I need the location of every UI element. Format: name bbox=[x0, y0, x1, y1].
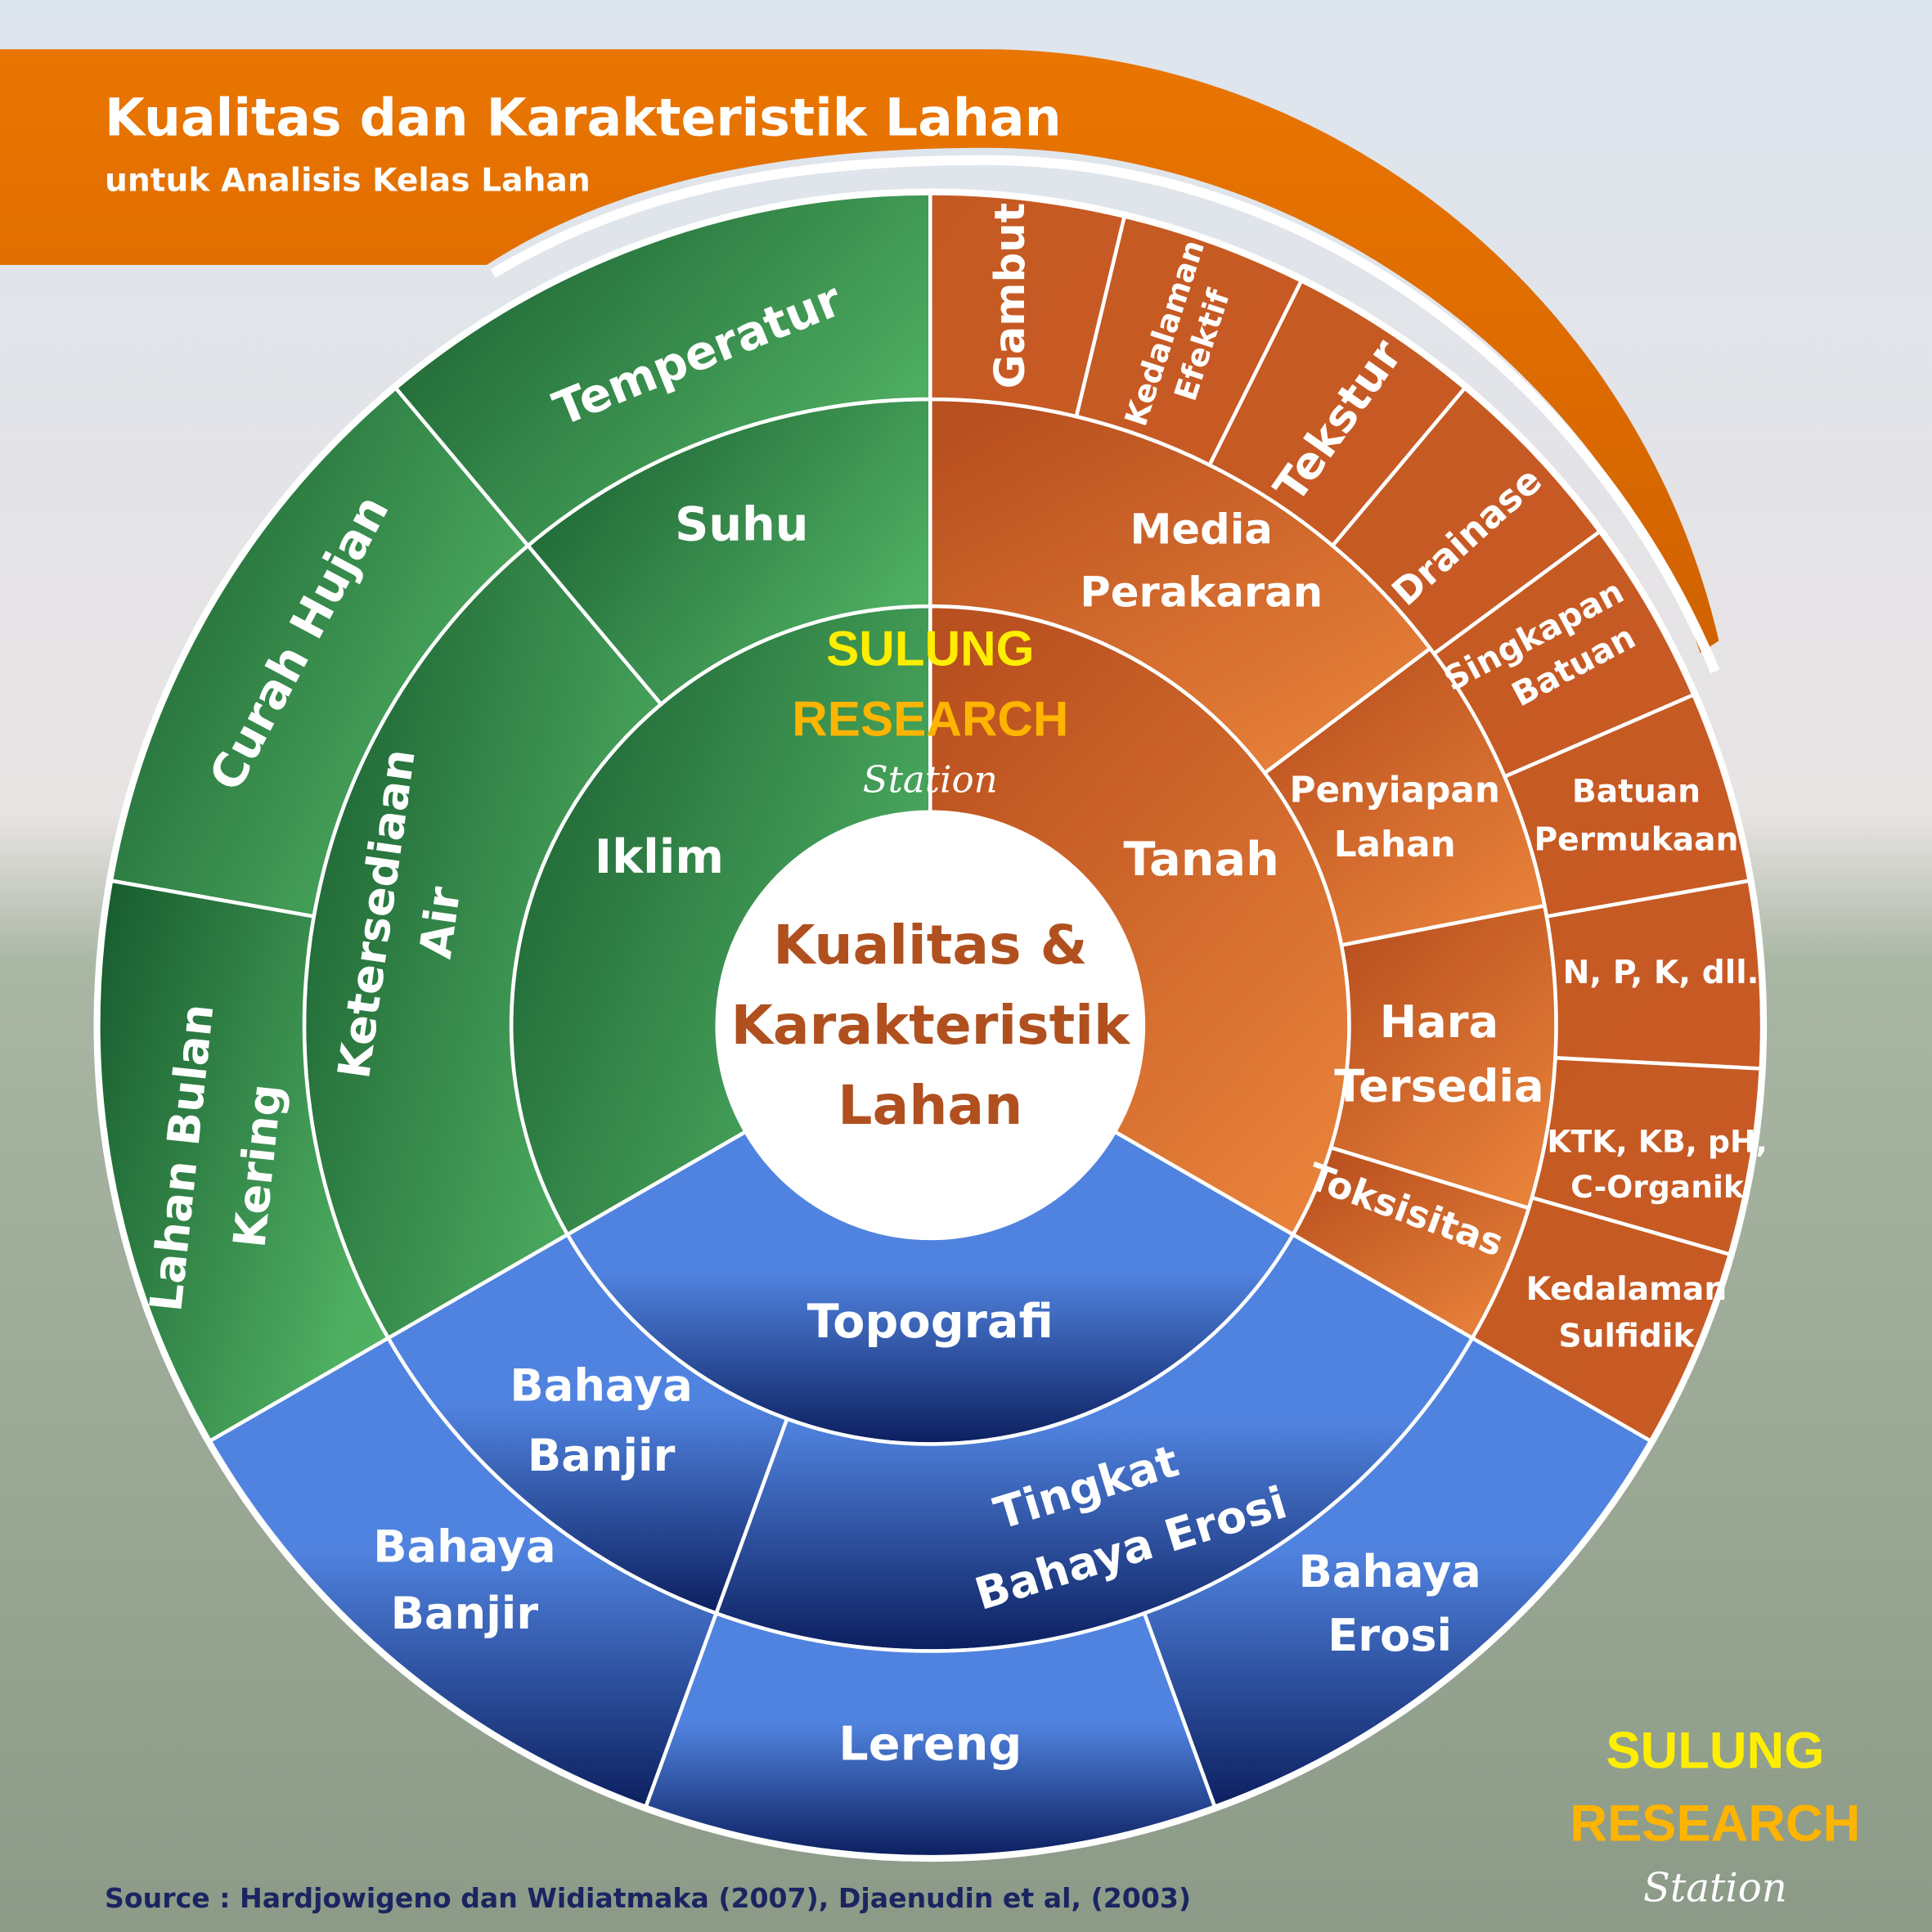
label-media-perakaran-2: Perakaran bbox=[1080, 568, 1323, 618]
label-bahaya-banjir-outer-1: Bahaya bbox=[373, 1521, 555, 1573]
label-bahaya-erosi-2: Erosi bbox=[1328, 1610, 1452, 1661]
label-ktk-2: C-Organik bbox=[1570, 1169, 1745, 1205]
outer-rim bbox=[93, 188, 1768, 1862]
label-npk: N, P, K, dll. bbox=[1563, 955, 1759, 991]
label-batuan-permukaan-1: Batuan bbox=[1572, 774, 1701, 811]
label-suhu: Suhu bbox=[675, 497, 808, 551]
label-kedalaman-sulfidik-1: Kedalaman bbox=[1526, 1271, 1728, 1308]
page-subtitle: untuk Analisis Kelas Lahan bbox=[105, 162, 591, 199]
banner-accent-arc bbox=[490, 155, 1720, 674]
segment-lahan-bulan-kering bbox=[97, 878, 391, 1444]
center-label-line1: Kualitas & bbox=[773, 913, 1087, 977]
label-hara-tersedia-1: Hara bbox=[1380, 996, 1498, 1048]
label-bahaya-banjir-outer-2: Banjir bbox=[391, 1588, 539, 1639]
label-kedalaman-sulfidik-2: Sulfidik bbox=[1558, 1318, 1695, 1355]
source-citation: Source : Hardjowigeno dan Widiatmaka (20… bbox=[105, 1882, 1191, 1914]
logo-line1: SULUNG bbox=[826, 620, 1034, 676]
label-penyiapan-lahan-2: Lahan bbox=[1334, 824, 1456, 865]
sunburst-segments bbox=[93, 188, 1768, 1862]
segment-curah-hujan bbox=[109, 385, 531, 919]
label-bahaya-banjir-inner-1: Bahaya bbox=[510, 1359, 692, 1411]
center-logo: SULUNG RESEARCH Station bbox=[792, 620, 1068, 801]
page-title: Kualitas dan Karakteristik Lahan bbox=[105, 88, 1062, 148]
label-bahaya-erosi-1: Bahaya bbox=[1299, 1546, 1481, 1597]
logo-line1: SULUNG bbox=[1606, 1723, 1824, 1780]
label-hara-tersedia-2: Tersedia bbox=[1334, 1060, 1543, 1112]
label-iklim: Iklim bbox=[595, 830, 724, 884]
label-topografi: Topografi bbox=[807, 1295, 1054, 1349]
center-label-line3: Lahan bbox=[838, 1073, 1022, 1137]
segment-bahaya-banjir-outer bbox=[207, 1335, 719, 1809]
logo-line2: RESEARCH bbox=[792, 690, 1068, 746]
label-gambut: Gambut bbox=[986, 203, 1035, 389]
label-tanah: Tanah bbox=[1124, 833, 1279, 887]
logo-line3: Station bbox=[863, 758, 998, 802]
header-banner bbox=[0, 49, 1719, 654]
label-ktk-1: KTK, KB, pH, bbox=[1547, 1123, 1767, 1159]
center-label-line2: Karakteristik bbox=[731, 993, 1131, 1057]
logo-line2: RESEARCH bbox=[1570, 1795, 1860, 1853]
label-line: Air bbox=[410, 883, 471, 961]
label-penyiapan-lahan-1: Penyiapan bbox=[1289, 770, 1499, 811]
label-media-perakaran-1: Media bbox=[1130, 505, 1272, 555]
brand-logo: SULUNG RESEARCH Station bbox=[1570, 1723, 1860, 1912]
logo-line3: Station bbox=[1643, 1865, 1787, 1911]
label-bahaya-banjir-inner-2: Banjir bbox=[528, 1430, 676, 1481]
center-circle bbox=[717, 811, 1143, 1238]
label-batuan-permukaan-2: Permukaan bbox=[1534, 821, 1738, 858]
label-lereng: Lereng bbox=[838, 1718, 1022, 1772]
